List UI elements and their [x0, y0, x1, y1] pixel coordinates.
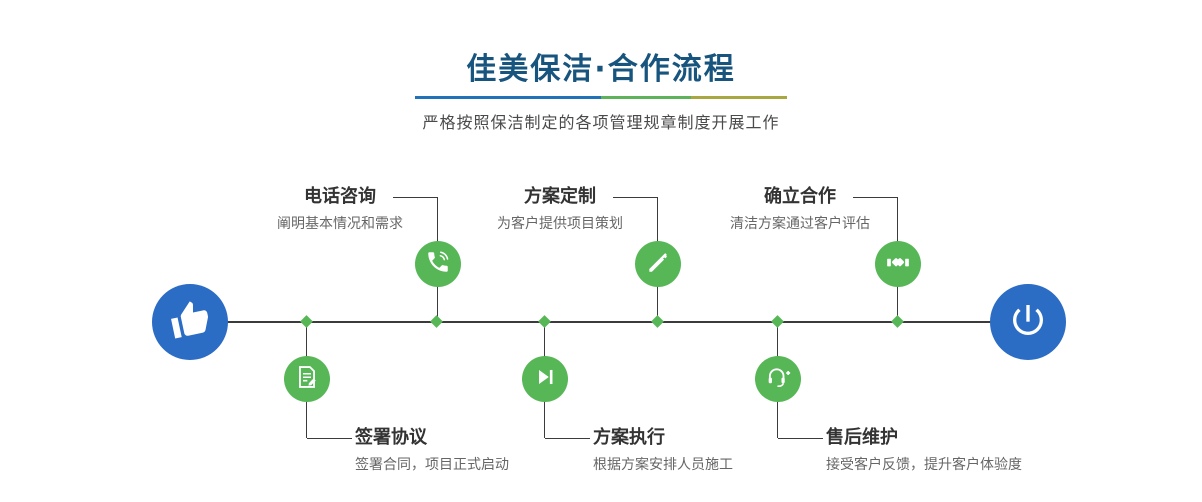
step-label-sign: 签署协议 签署合同，项目正式启动 — [355, 427, 635, 474]
step-label-aftersale: 售后维护 接受客户反馈，提升客户体验度 — [826, 427, 1106, 474]
step-label-cooperate: 确立合作 清洁方案通过客户评估 — [705, 186, 895, 233]
timeline-diamond — [771, 315, 784, 328]
step-circle-phone — [415, 241, 461, 287]
pencil-ruler-icon — [645, 249, 671, 279]
timeline-diamond — [651, 315, 664, 328]
headset-icon — [765, 364, 791, 394]
step-desc: 签署合同，项目正式启动 — [355, 457, 509, 473]
connector-line — [545, 438, 590, 439]
step-circle-execute — [522, 356, 568, 402]
timeline-diamond — [538, 315, 551, 328]
contract-icon — [294, 364, 320, 394]
handshake-icon — [885, 249, 911, 279]
pointing-hand-icon — [170, 300, 210, 344]
connector-line — [613, 197, 658, 198]
step-desc: 接受客户反馈，提升客户体验度 — [826, 457, 1022, 473]
power-icon — [1008, 300, 1048, 344]
step-circle-cooperate — [875, 241, 921, 287]
step-desc: 阐明基本情况和需求 — [277, 216, 403, 232]
timeline — [190, 321, 1028, 323]
step-title: 电话咨询 — [304, 186, 376, 207]
step-circle-sign — [284, 356, 330, 402]
step-title: 方案定制 — [524, 186, 596, 207]
end-node — [990, 284, 1066, 360]
page-title: 佳美保洁·合作流程 — [466, 52, 736, 87]
page-subtitle: 严格按照保洁制定的各项管理规章制度开展工作 — [422, 113, 780, 132]
title-divider — [415, 96, 787, 99]
timeline-diamond — [891, 315, 904, 328]
connector-line — [853, 197, 898, 198]
step-title: 方案执行 — [593, 427, 665, 448]
step-title: 售后维护 — [826, 427, 898, 448]
divider-segment-blue — [415, 96, 601, 99]
timeline-diamond — [300, 315, 313, 328]
timeline-diamond — [430, 315, 443, 328]
step-title: 签署协议 — [355, 427, 427, 448]
step-desc: 清洁方案通过客户评估 — [730, 216, 870, 232]
step-label-phone: 电话咨询 阐明基本情况和需求 — [245, 186, 435, 233]
divider-segment-green — [601, 96, 691, 99]
connector-line — [393, 197, 438, 198]
connector-line — [307, 438, 352, 439]
step-label-plan: 方案定制 为客户提供项目策划 — [465, 186, 655, 233]
start-node — [152, 284, 228, 360]
step-desc: 为客户提供项目策划 — [497, 216, 623, 232]
step-circle-plan — [635, 241, 681, 287]
step-label-execute: 方案执行 根据方案安排人员施工 — [593, 427, 873, 474]
phone-icon — [425, 249, 451, 279]
step-title: 确立合作 — [764, 186, 836, 207]
step-circle-aftersale — [755, 356, 801, 402]
divider-segment-olive — [691, 96, 787, 99]
play-icon — [532, 364, 558, 394]
step-desc: 根据方案安排人员施工 — [593, 457, 733, 473]
connector-line — [778, 438, 823, 439]
